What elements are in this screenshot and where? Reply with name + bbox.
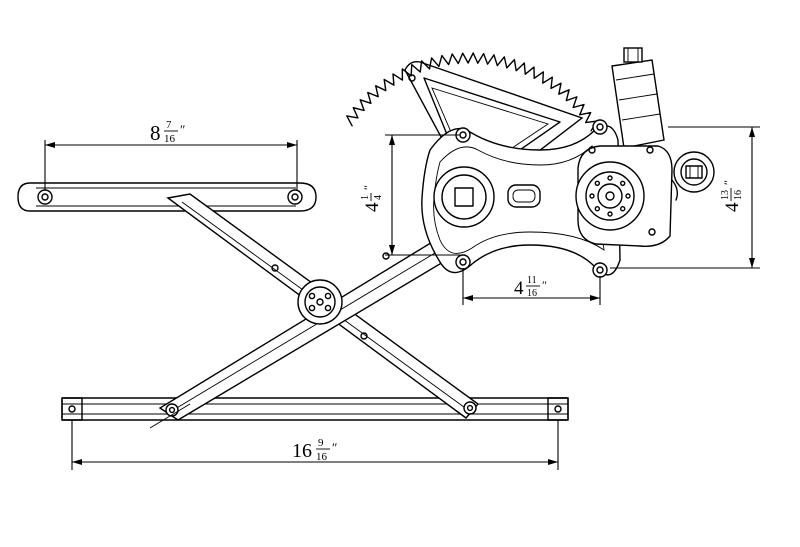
dim-hole-spacing-unit: ″ <box>542 278 547 292</box>
dim-top-arm-den: 16 <box>164 133 176 145</box>
motor-assembly <box>575 47 715 247</box>
gear-bolt <box>589 193 595 199</box>
dim-overall-unit: ″ <box>332 440 337 455</box>
dim-bracket-height-num: 1 <box>360 195 371 200</box>
gear-bolt <box>607 175 613 181</box>
dim-top-arm-num: 7 <box>166 119 172 131</box>
gear-bolt-ring <box>589 175 631 217</box>
gear-bolt <box>607 211 613 217</box>
dim-top-arm-width: 8 7 16 ″ <box>44 119 298 190</box>
dim-bracket-height-unit: ″ <box>361 185 375 190</box>
dim-bracket-height-den: 4 <box>373 195 384 200</box>
sector-gear <box>346 52 598 202</box>
dim-overall-den: 16 <box>316 451 328 463</box>
dim-overall-whole: 16 <box>292 440 312 462</box>
top-arm <box>17 182 317 212</box>
pivot-hub <box>297 279 343 325</box>
gear-bolt <box>625 193 631 199</box>
dim-bracket-height: 4 1 4 ″ <box>360 134 460 256</box>
dim-overall-length: 16 9 16 ″ <box>71 420 559 470</box>
dim-bracket-hole-spacing: 4 11 16 ″ <box>462 268 601 305</box>
gear-bolt <box>594 180 600 187</box>
gear-bolt <box>620 205 626 212</box>
dim-motor-height: 4 13 16 ″ <box>610 126 760 269</box>
dim-hole-spacing-whole: 4 <box>514 278 524 299</box>
dim-top-arm-whole: 8 <box>150 121 161 145</box>
dim-overall-num: 9 <box>318 437 324 449</box>
mounting-plate <box>382 119 621 278</box>
dim-top-arm-unit: ″ <box>180 122 185 137</box>
dim-bracket-height-whole: 4 <box>362 202 383 212</box>
dim-hole-spacing-num: 11 <box>527 275 537 286</box>
dim-hole-spacing-den: 16 <box>527 288 537 299</box>
gear-bolt <box>594 205 600 212</box>
dim-motor-height-den: 16 <box>733 190 744 200</box>
gear-bolt <box>620 180 626 187</box>
bottom-rail <box>61 397 569 421</box>
dim-motor-height-unit: ″ <box>721 180 735 185</box>
dim-motor-height-whole: 4 <box>722 202 743 212</box>
dim-motor-height-num: 13 <box>720 190 731 200</box>
